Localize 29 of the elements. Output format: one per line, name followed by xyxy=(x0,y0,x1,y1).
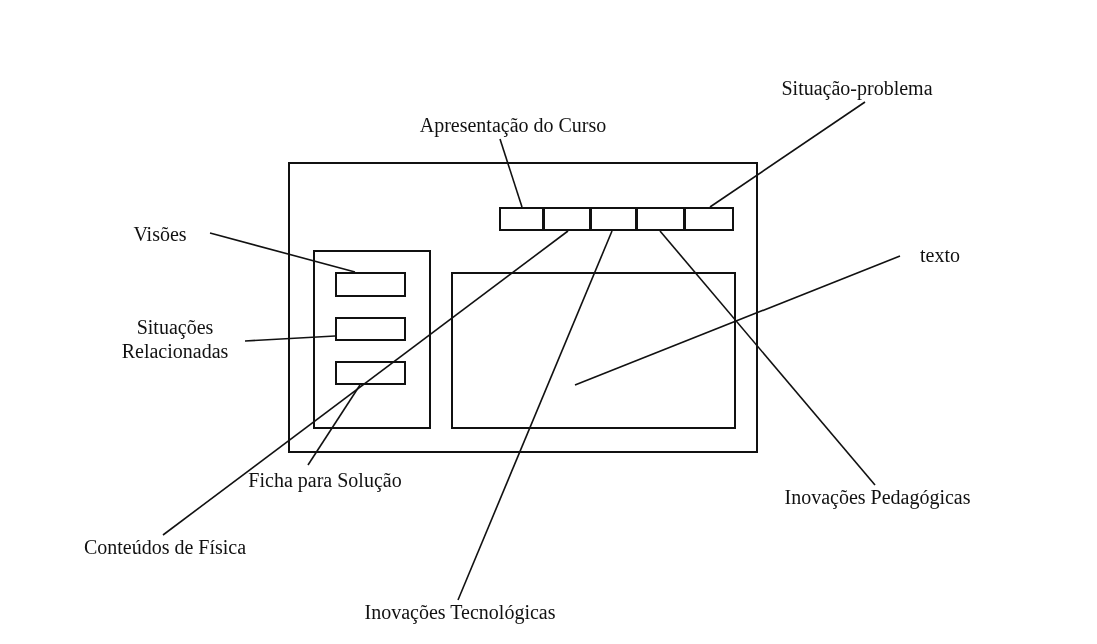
callout-label: Situação-problema xyxy=(752,76,962,102)
menu-slot xyxy=(335,361,406,385)
leader-line xyxy=(457,230,613,601)
leader-line xyxy=(162,230,569,536)
menu-slot xyxy=(499,207,544,231)
menu-slot xyxy=(684,207,734,231)
callout-label: texto xyxy=(900,243,980,269)
leader-line xyxy=(244,335,336,342)
side-panel xyxy=(313,250,431,429)
menu-slot xyxy=(335,317,406,341)
menu-slot xyxy=(590,207,637,231)
leader-line xyxy=(709,101,866,208)
screen-frame xyxy=(288,162,758,453)
callout-label: Ficha para Solução xyxy=(225,468,425,494)
callout-label: Conteúdos de Física xyxy=(40,535,290,561)
leader-line xyxy=(499,138,523,208)
content-area xyxy=(451,272,736,429)
callout-label: Visões xyxy=(110,222,210,248)
leader-line xyxy=(659,230,876,486)
callout-label: Inovações Pedagógicas xyxy=(745,485,1010,511)
callout-label: Apresentação do Curso xyxy=(378,113,648,139)
menu-slot xyxy=(335,272,406,297)
callout-label: Situações Relacionadas xyxy=(105,315,245,369)
leader-line xyxy=(574,255,901,386)
callout-label: Inovações Tecnológicas xyxy=(320,600,600,626)
leader-line xyxy=(209,232,356,273)
menu-slot xyxy=(543,207,591,231)
leader-line xyxy=(307,384,361,466)
menu-slot xyxy=(636,207,685,231)
